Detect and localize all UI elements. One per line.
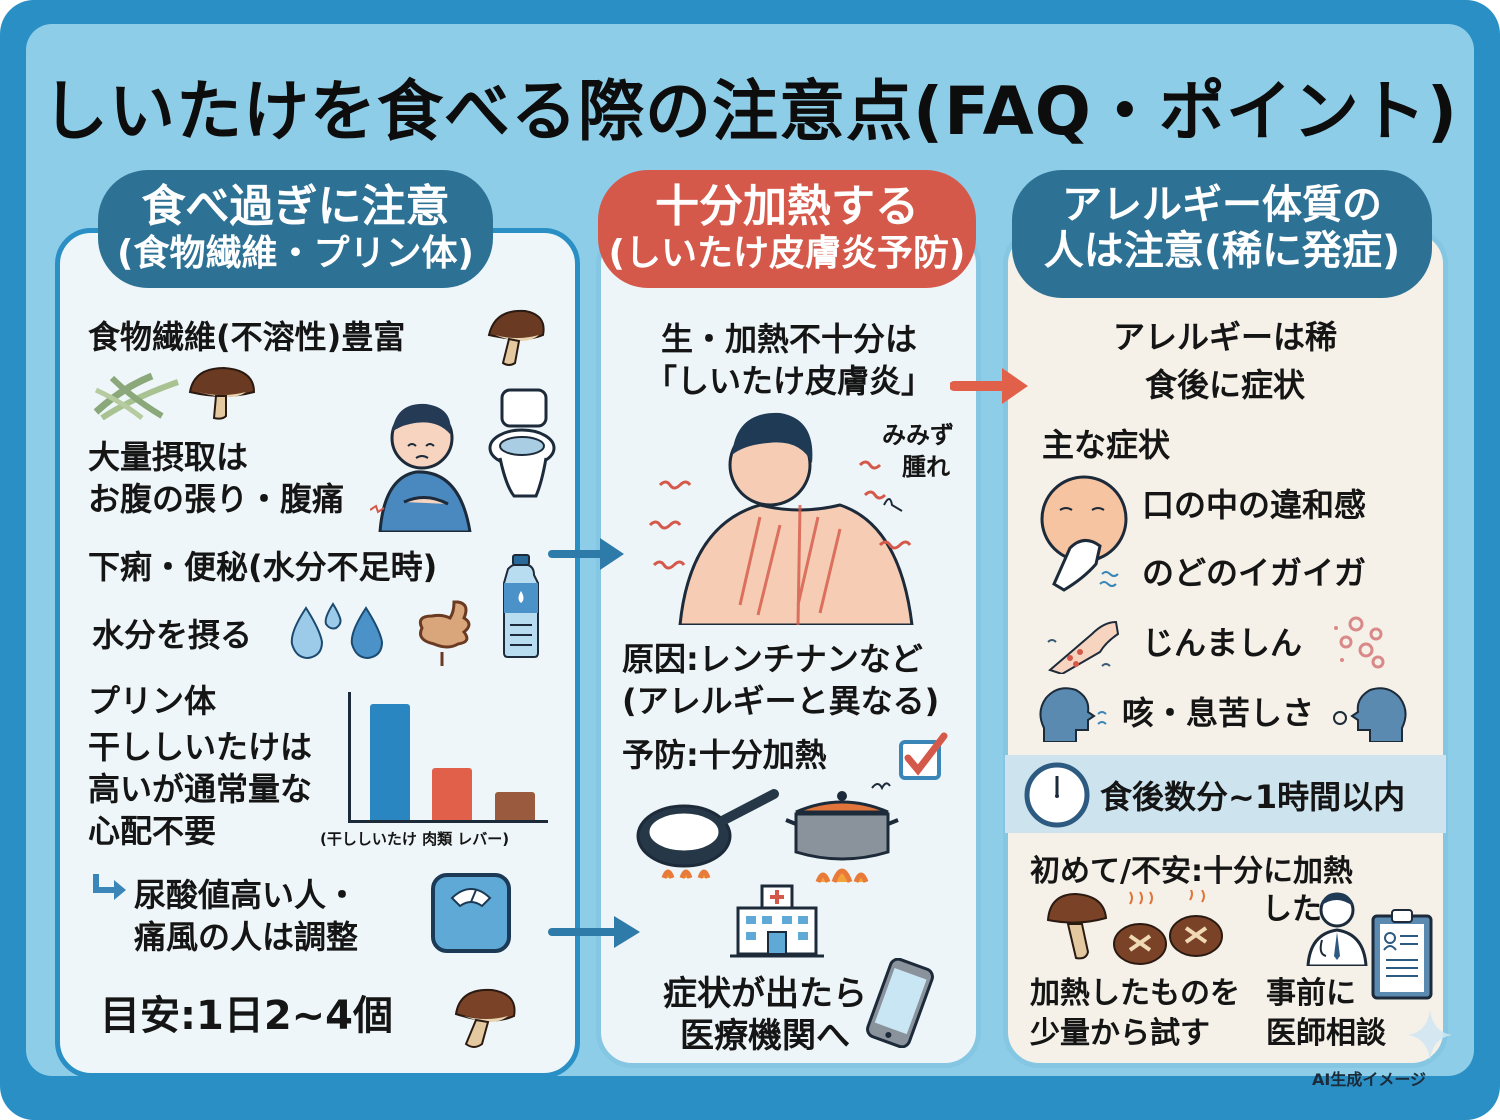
header-allergy: アレルギー体質の 人は注意(稀に発症) (1012, 170, 1432, 298)
sparkle-icon (1408, 1010, 1452, 1060)
pot-icon (785, 782, 899, 883)
arrow-right-icon (950, 368, 1028, 404)
intestine-icon (418, 600, 471, 666)
toilet-icon (488, 388, 556, 498)
header-cook-thoroughly: 十分加熱する (しいたけ皮膚炎予防) (598, 170, 976, 288)
onset-time-text: 食後数分~1時間以内 (1100, 778, 1406, 816)
worm-swelling-text-2: 腫れ (902, 453, 950, 481)
doctor-icon (1306, 892, 1368, 966)
chart-category-labels: (干ししいたけ 肉類 レバー) (320, 830, 510, 848)
arrow-right-icon (548, 538, 624, 570)
cause-text-2: (アレルギーと異なる) (622, 682, 940, 720)
hives-arm-icon (1047, 620, 1120, 674)
uric-text-2: 痛風の人は調整 (134, 918, 359, 956)
bar-dried-shiitake (370, 704, 410, 820)
mouth-discomfort-icon (1040, 475, 1128, 592)
frying-pan-icon (636, 789, 779, 879)
cough-head-icon (1039, 687, 1107, 742)
water-bottle-icon (503, 554, 539, 658)
ai-generated-watermark: AI生成イメージ (1312, 1070, 1427, 1089)
purine-bar-chart: (干ししいたけ 肉類 レバー) (320, 690, 555, 860)
clock-icon (1024, 762, 1090, 828)
water-drops-icon (290, 602, 384, 660)
cough-head-icon (1333, 687, 1407, 742)
rash-dots-icon (1334, 616, 1385, 669)
header-overeating: 食べ過ぎに注意 (食物繊維・プリン体) (98, 170, 493, 288)
symptom-throat: のどのイガイガ (1142, 554, 1367, 592)
bar-liver (495, 792, 535, 820)
dermatitis-back-icon (648, 412, 914, 625)
bar-meat (432, 768, 472, 820)
worm-swelling-text-1: みみず (882, 421, 954, 449)
consult-doctor-text-1: 事前に (1266, 976, 1356, 1011)
arrow-return-icon (93, 874, 126, 900)
smartphone-icon (866, 958, 934, 1048)
symptom-cough: 咳・息苦しさ (1122, 694, 1315, 732)
checkbox-icon (899, 732, 948, 780)
cause-text-1: 原因:レンチナンなど (622, 640, 923, 678)
consult-doctor-text-2: 医師相談 (1266, 1016, 1386, 1051)
purine-text-3: 心配不要 (88, 812, 217, 850)
guideline-text: 目安:1日2~4個 (100, 993, 394, 1039)
fiber-strands-icon (93, 372, 179, 420)
arrow-right-icon (548, 916, 640, 948)
try-small-text-1: 加熱したものを (1030, 976, 1240, 1011)
shiitake-mushroom-icon (454, 988, 516, 1048)
fiber-text: 食物繊維(不溶性)豊富 (88, 318, 406, 356)
purine-text-1: 干ししいたけは (88, 728, 313, 766)
hospital-icon (730, 884, 824, 958)
try-small-text-2: 少量から試す (1030, 1016, 1210, 1051)
large-intake-text-1: 大量摂取は (88, 438, 249, 476)
uric-text-1: 尿酸値高い人・ (134, 876, 359, 914)
main-symptoms-label: 主な症状 (1042, 426, 1171, 464)
allergy-rare-text-1: アレルギーは稀 (1112, 318, 1337, 356)
chart-y-axis (348, 692, 351, 822)
large-intake-text-2: お腹の張り・腹痛 (88, 480, 345, 518)
symptom-mouth: 口の中の違和感 (1142, 486, 1367, 524)
chart-x-axis (348, 820, 548, 823)
see-doctor-text-2: 医療機関へ (680, 1016, 850, 1056)
shiitake-mushroom-icon (188, 366, 256, 420)
purine-title: プリン体 (88, 682, 217, 720)
weight-scale-icon (431, 873, 511, 953)
purine-text-2: 高いが通常量な (88, 770, 313, 808)
stomachache-person-icon (370, 403, 472, 532)
page-title: しいたけを食べる際の注意点(FAQ・ポイント) (41, 73, 1459, 150)
allergy-rare-text-2: 食後に症状 (1144, 366, 1305, 404)
prevention-text: 予防:十分加熱 (622, 736, 827, 774)
first-time-text-1: 初めて/不安:十分に加熱 (1030, 854, 1353, 889)
raw-warning-text-1: 生・加熱不十分は (660, 320, 917, 358)
shiitake-mushroom-icon (487, 309, 545, 366)
raw-warning-text-2: 「しいたけ皮膚炎」 (644, 362, 933, 400)
diarrhea-text: 下痢・便秘(水分不足時) (88, 548, 438, 586)
first-time-text-2: した (1262, 892, 1322, 927)
clipboard-icon (1371, 909, 1433, 1000)
symptom-hives: じんましん (1142, 624, 1303, 662)
cooked-shiitake-icon (1046, 890, 1223, 965)
water-text: 水分を摂る (92, 616, 253, 654)
see-doctor-text-1: 症状が出たら (663, 974, 867, 1014)
